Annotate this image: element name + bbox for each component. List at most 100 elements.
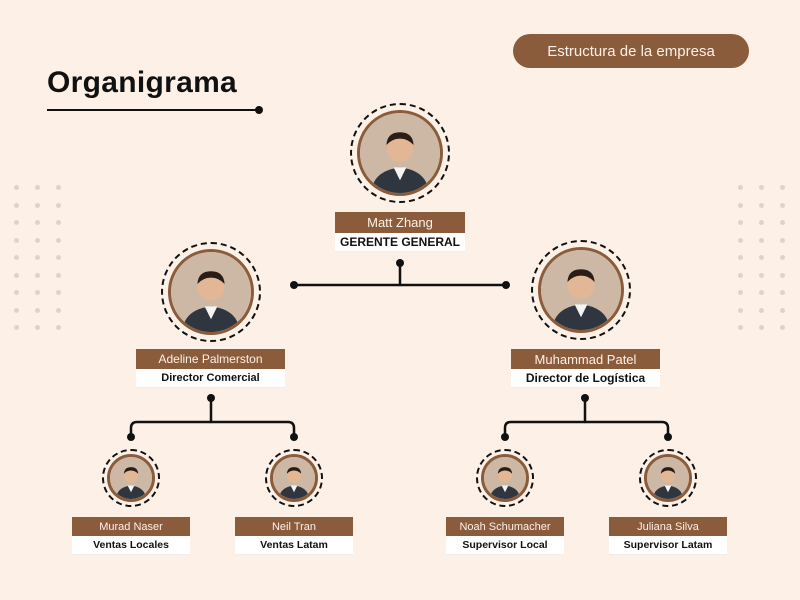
local-sales-avatar <box>102 449 160 507</box>
decor-dot <box>35 255 40 260</box>
title-underline <box>47 106 263 114</box>
decor-dot <box>35 307 40 313</box>
decor-dot <box>14 307 19 313</box>
decor-dot <box>56 272 61 278</box>
ceo-avatar <box>350 103 450 203</box>
latam-sales-avatar <box>265 449 323 507</box>
decor-dot <box>759 202 764 208</box>
local-supervisor-role: Supervisor Local <box>446 536 564 555</box>
decor-dot <box>14 185 19 190</box>
decor-dot <box>780 255 785 260</box>
ceo-name: Matt Zhang <box>335 212 465 233</box>
node-dot <box>396 259 404 267</box>
latam-supervisor-avatar <box>639 449 697 507</box>
node-dot <box>502 281 510 289</box>
person-avatar-icon <box>270 454 318 502</box>
commercial-director-avatar <box>161 242 261 342</box>
decor-dot <box>780 272 785 278</box>
node-dot <box>501 433 509 441</box>
decor-dot <box>56 325 61 330</box>
logistics-director-avatar <box>531 240 631 340</box>
connector-logistics-bar <box>503 420 670 439</box>
decor-dot <box>14 272 19 278</box>
decor-dot <box>35 272 40 278</box>
decor-dot <box>56 237 61 243</box>
company-structure-badge: Estructura de la empresa <box>513 34 749 68</box>
decor-dot <box>738 325 743 330</box>
decor-dot <box>738 185 743 190</box>
decor-dot <box>14 202 19 208</box>
decor-dot <box>759 325 764 330</box>
decor-dot <box>738 255 743 260</box>
decor-dot <box>56 220 61 225</box>
decor-dot <box>759 237 764 243</box>
decor-dot <box>56 290 61 295</box>
decor-dot <box>780 185 785 190</box>
decor-dot <box>759 220 764 225</box>
decor-dot <box>759 290 764 295</box>
decor-dot <box>738 202 743 208</box>
decor-dot <box>738 237 743 243</box>
node-dot <box>127 433 135 441</box>
decor-dot <box>35 185 40 190</box>
latam-supervisor-name: Juliana Silva <box>609 517 727 536</box>
node-dot <box>581 394 589 402</box>
commercial-director-role: Director Comercial <box>136 369 285 388</box>
decor-dot <box>56 307 61 313</box>
decor-dot <box>738 290 743 295</box>
person-avatar-icon <box>107 454 155 502</box>
node-dot <box>207 394 215 402</box>
latam-sales-role: Ventas Latam <box>235 536 353 555</box>
connector-commercial-bar <box>129 420 296 439</box>
node-dot <box>664 433 672 441</box>
decor-dot <box>780 325 785 330</box>
decor-dot <box>780 237 785 243</box>
decor-dot <box>738 272 743 278</box>
decor-dot <box>14 325 19 330</box>
logistics-director-name: Muhammad Patel <box>511 349 660 369</box>
page-title: Organigrama <box>47 66 238 99</box>
decor-dot <box>780 202 785 208</box>
decor-dot <box>738 307 743 313</box>
dot-grid-right <box>738 185 785 330</box>
logistics-director-role: Director de Logística <box>511 369 660 388</box>
decor-dot <box>14 255 19 260</box>
decor-dot <box>35 237 40 243</box>
local-supervisor-avatar <box>476 449 534 507</box>
commercial-director-name: Adeline Palmerston <box>136 349 285 369</box>
decor-dot <box>759 255 764 260</box>
decor-dot <box>759 307 764 313</box>
decor-dot <box>780 220 785 225</box>
latam-supervisor-role: Supervisor Latam <box>609 536 727 555</box>
person-avatar-icon <box>357 110 443 196</box>
person-avatar-icon <box>644 454 692 502</box>
local-sales-name: Murad Naser <box>72 517 190 536</box>
decor-dot <box>780 307 785 313</box>
local-supervisor-name: Noah Schumacher <box>446 517 564 536</box>
decor-dot <box>35 325 40 330</box>
local-sales-role: Ventas Locales <box>72 536 190 555</box>
decor-dot <box>56 255 61 260</box>
decor-dot <box>738 220 743 225</box>
person-avatar-icon <box>538 247 624 333</box>
node-dot <box>290 433 298 441</box>
decor-dot <box>35 202 40 208</box>
decor-dot <box>56 202 61 208</box>
decor-dot <box>35 290 40 295</box>
person-avatar-icon <box>481 454 529 502</box>
decor-dot <box>780 290 785 295</box>
decor-dot <box>759 185 764 190</box>
decor-dot <box>56 185 61 190</box>
latam-sales-name: Neil Tran <box>235 517 353 536</box>
dot-grid-left <box>14 185 61 330</box>
decor-dot <box>14 220 19 225</box>
ceo-role: GERENTE GENERAL <box>335 233 465 252</box>
person-avatar-icon <box>168 249 254 335</box>
node-dot <box>290 281 298 289</box>
decor-dot <box>759 272 764 278</box>
decor-dot <box>14 237 19 243</box>
decor-dot <box>35 220 40 225</box>
decor-dot <box>14 290 19 295</box>
